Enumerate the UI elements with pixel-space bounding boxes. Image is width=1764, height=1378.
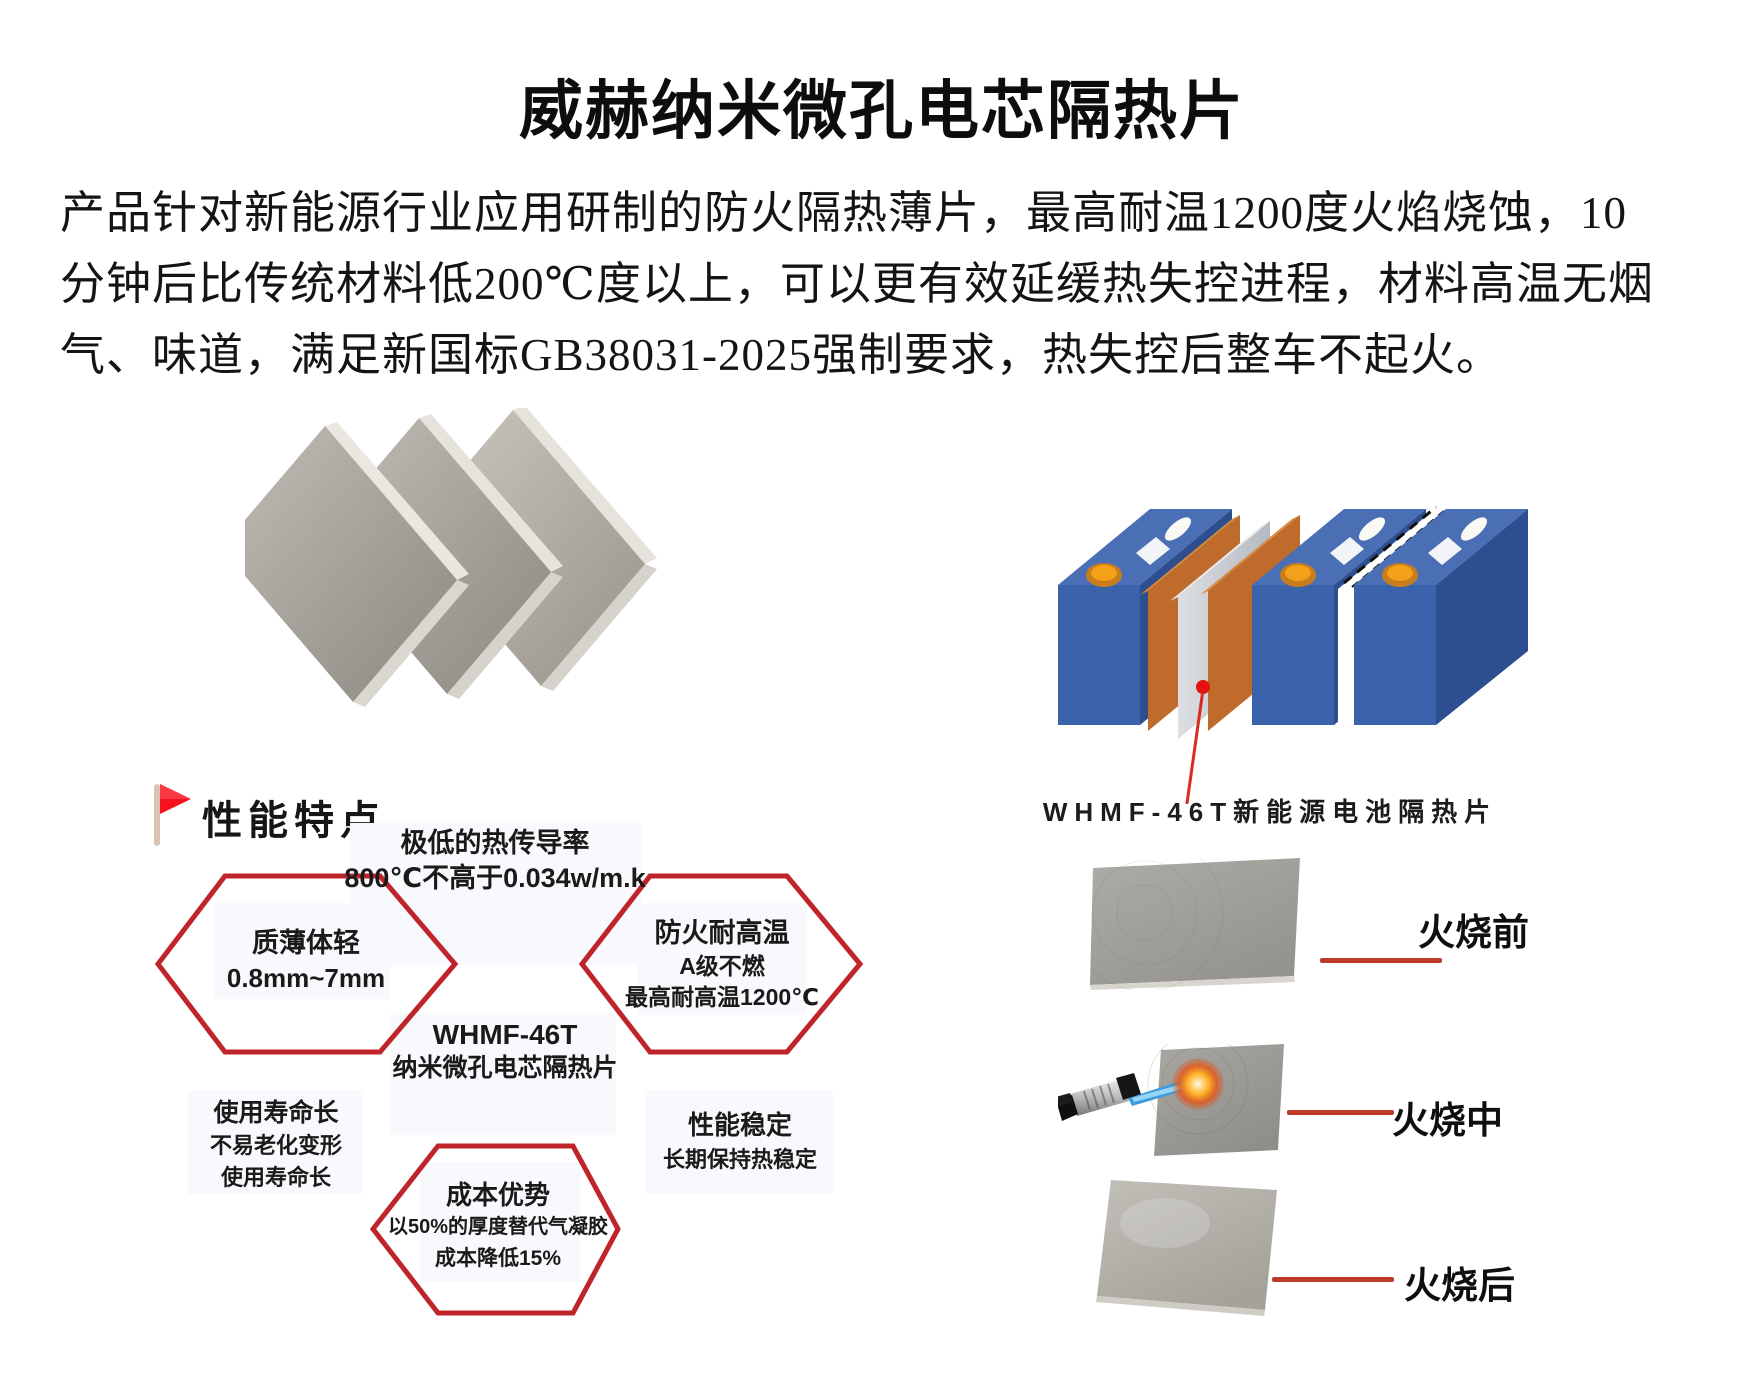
- feature-title: 性能稳定: [687, 1110, 792, 1140]
- product-model-block: WHMF-46T 纳米微孔电芯隔热片: [390, 1018, 620, 1085]
- panel-bg: [637, 903, 807, 1015]
- lifespan-feature: 使用寿命长 不易老化变形 使用寿命长: [186, 1096, 366, 1193]
- intro-paragraph: 产品针对新能源行业应用研制的防火隔热薄片，最高耐温1200度火焰烧蚀，10 分钟…: [60, 178, 1710, 391]
- flame-glow: [1171, 1057, 1225, 1111]
- cost-feature: 成本优势 以50%的厚度替代气凝胶 成本降低15%: [375, 1178, 621, 1274]
- dashed-seam: [1343, 505, 1437, 585]
- fire-test-label-after: 火烧后: [1404, 1265, 1515, 1306]
- feature-title: 使用寿命长: [213, 1099, 339, 1127]
- thermal-conductivity-feature: 极低的热传导率 800℃不高于0.034w/m.k: [340, 826, 650, 896]
- feature-detail: 0.8mm~7mm: [226, 963, 386, 993]
- feature-title: 质薄体轻: [252, 928, 360, 958]
- battery-caption: WHMF-46T新能源电池隔热片: [1042, 797, 1498, 827]
- feature-detail: 长期保持热稳定: [662, 1147, 817, 1172]
- fire-test-photo-after: [1096, 1180, 1277, 1316]
- feature-detail: 800℃不高于0.034w/m.k: [344, 863, 646, 893]
- hexagon-bottom: [369, 1143, 621, 1316]
- fire-test-photo-before: [1090, 858, 1300, 990]
- feature-detail: 以50%的厚度替代气凝胶: [387, 1216, 609, 1238]
- battery-cells-illustration: [1058, 505, 1528, 739]
- panel-bg: [350, 823, 642, 965]
- feature-detail: 成本降低15%: [434, 1247, 562, 1270]
- stability-feature: 性能稳定 长期保持热稳定: [640, 1108, 840, 1176]
- fire-test-connector: [1287, 1110, 1394, 1115]
- battery-cell: [1354, 509, 1528, 725]
- fireproof-feature: 防火耐高温 A级不燃 最高耐高温1200℃: [578, 915, 866, 1013]
- intro-line: 分钟后比传统材料低200℃度以上，可以更有效延缓热失控进程，材料高温无烟: [60, 259, 1654, 309]
- intro-line: 气、味道，满足新国标GB38031-2025强制要求，热失控后整车不起火。: [60, 330, 1502, 380]
- feature-detail: 不易老化变形: [209, 1133, 342, 1158]
- fire-test-connector: [1320, 958, 1442, 963]
- hexagon-right: [578, 873, 864, 1055]
- page-title: 威赫纳米微孔电芯隔热片: [519, 75, 1245, 147]
- intro-line: 产品针对新能源行业应用研制的防火隔热薄片，最高耐温1200度火焰烧蚀，10: [60, 188, 1628, 238]
- sheet-board-front: [245, 422, 469, 707]
- hexagon-left: [154, 873, 459, 1055]
- feature-detail: 使用寿命长: [220, 1165, 331, 1190]
- feature-title: 极低的热传导率: [400, 828, 590, 858]
- feature-detail: A级不燃: [679, 953, 765, 979]
- feature-detail: 最高耐高温1200℃: [624, 984, 820, 1010]
- insulation-sheets-image: [245, 408, 657, 707]
- feature-title: 成本优势: [445, 1180, 550, 1210]
- panel-bg: [420, 1162, 580, 1282]
- fire-test-photo-during: [1058, 1044, 1284, 1156]
- thin-light-feature: 质薄体轻 0.8mm~7mm: [150, 925, 462, 995]
- feature-title: 防火耐高温: [654, 918, 790, 948]
- fire-test-connector: [1272, 1277, 1394, 1282]
- panel-bg: [390, 1013, 616, 1135]
- pointer-dot: [1196, 680, 1210, 694]
- torch-body: [1058, 1073, 1141, 1121]
- flag-icon: [154, 784, 191, 846]
- product-model: WHMF-46T: [432, 1019, 578, 1050]
- product-name: 纳米微孔电芯隔热片: [392, 1054, 618, 1082]
- panel-bg: [214, 903, 390, 999]
- fire-test-label-during: 火烧中: [1392, 1100, 1503, 1141]
- panel-bg: [645, 1090, 833, 1194]
- fire-test-label-before: 火烧前: [1418, 912, 1529, 953]
- panel-bg: [188, 1090, 363, 1194]
